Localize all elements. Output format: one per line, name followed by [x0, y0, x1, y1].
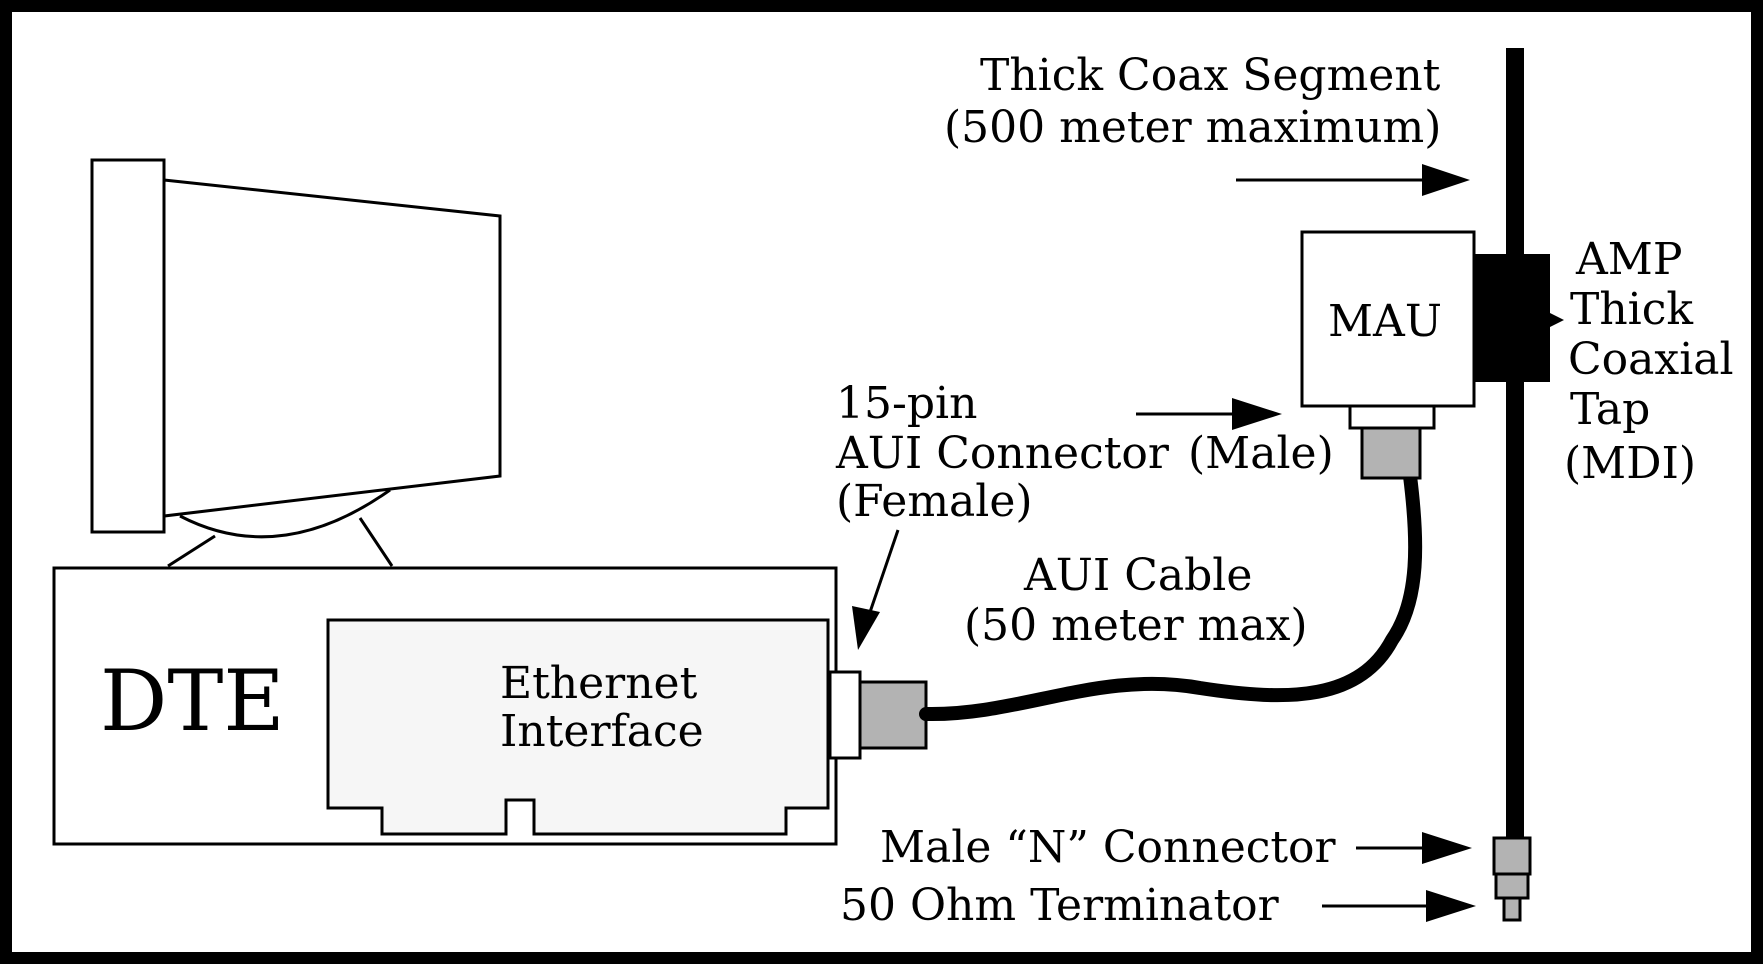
- aui-cable-plug-mau: [1360, 426, 1422, 480]
- n-connector: [1492, 836, 1532, 876]
- aui-cable: [919, 469, 1423, 722]
- coax-segment-arrow: [1236, 164, 1470, 196]
- terminator-tip: [1502, 896, 1522, 922]
- aui-cable-label: (50 meter max): [964, 600, 1308, 651]
- aui-connector-female-label: (Female): [836, 476, 1033, 527]
- aui-cable-label: AUI Cable: [1023, 550, 1252, 601]
- monitor-stand-leg-left: [167, 534, 216, 568]
- monitor: [90, 158, 502, 568]
- amp-tap-arrow: [1548, 312, 1564, 328]
- amp-tap-label: Thick: [1570, 284, 1693, 335]
- aui-connector-female-arrow: [852, 529, 900, 650]
- mau-label: MAU: [1328, 296, 1442, 347]
- aui-cable-plug-dte: [858, 680, 928, 750]
- mau-aui-connector-male: [1348, 404, 1436, 430]
- amp-tap-block: [1474, 254, 1550, 382]
- ethernet-interface-label: Ethernet: [500, 658, 698, 709]
- aui-connector-label: AUI Connector: [835, 428, 1170, 479]
- terminator-body: [1494, 872, 1530, 900]
- monitor-body: [162, 178, 502, 518]
- amp-tap-label: Tap: [1570, 384, 1650, 435]
- monitor-screen-face: [90, 158, 166, 534]
- monitor-stand-base: [179, 488, 391, 539]
- ethernet-interface-label: Interface: [500, 706, 704, 757]
- dte-label: DTE: [100, 652, 285, 750]
- ethernet-interface-card: [326, 618, 830, 836]
- terminator-arrow: [1322, 890, 1476, 922]
- aui-connector-pin-label: 15-pin: [836, 378, 977, 429]
- amp-tap-label: Coaxial: [1568, 334, 1734, 385]
- mau-box: [1300, 230, 1476, 408]
- monitor-stand-leg-right: [358, 517, 394, 567]
- coax-segment-label: (500 meter maximum): [944, 102, 1441, 153]
- aui-connector-male-label: (Male): [1188, 428, 1334, 479]
- thick-coax-segment: [1506, 48, 1524, 844]
- amp-tap-label: (MDI): [1564, 438, 1696, 489]
- n-connector-label: Male “N” Connector: [880, 822, 1337, 873]
- amp-tap-label: AMP: [1575, 234, 1682, 285]
- aui-connector-male-arrow: [1136, 398, 1282, 430]
- terminator-label: 50 Ohm Terminator: [840, 880, 1280, 931]
- coax-segment-label: Thick Coax Segment: [980, 50, 1441, 101]
- aui-female-connector: [828, 670, 862, 760]
- n-connector-arrow: [1356, 832, 1472, 864]
